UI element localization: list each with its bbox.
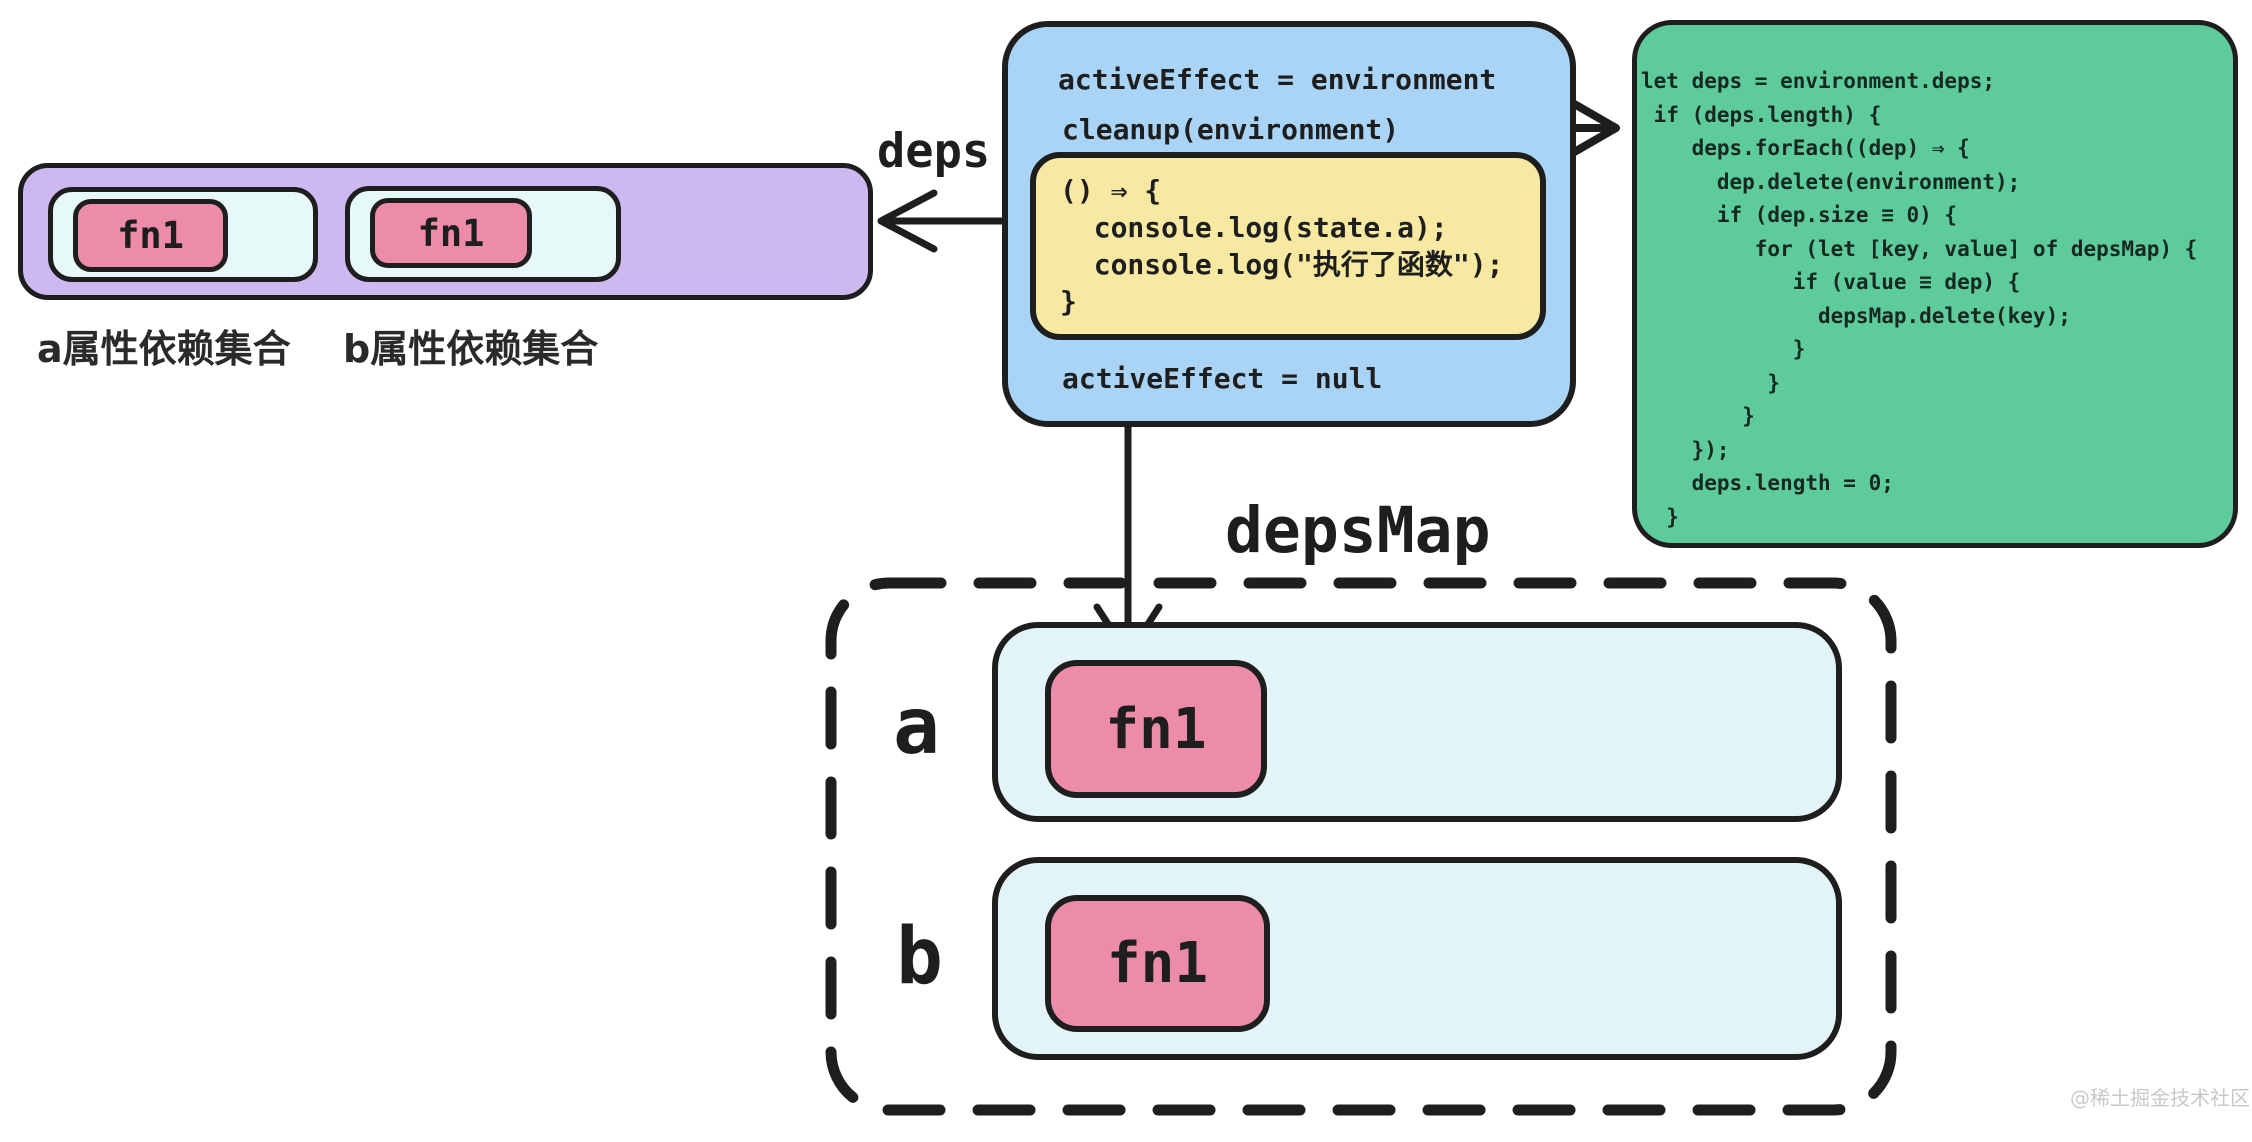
code-line: } [1641,337,1806,361]
depsmap-title: depsMap [1225,494,1491,567]
active-effect-assign-line: activeEffect = environment [1058,63,1497,96]
code-line: () ⇒ { [1060,174,1162,207]
depsmap-row-a-set [992,622,1842,822]
code-line: } [1641,404,1755,428]
watermark: @稀土掘金技术社区 [2070,1086,2250,1110]
code-line: } [1641,504,1679,529]
depsmap-row-b-fn1-box: fn1 [1045,895,1270,1032]
depsmap-key-b: b [896,912,943,1002]
dep-set-a-caption: a属性依赖集合 [37,327,291,371]
code-line: for (let [key, value] of depsMap) { [1641,236,2198,261]
effect-environment-box: activeEffect = environment cleanup(envir… [1002,21,1576,427]
code-line: console.log("执行了函数"); [1060,248,1504,281]
fn1-label: fn1 [1106,931,1209,996]
deps-array-box: fn1 fn1 [18,163,873,300]
cleanup-code-box: let deps = environment.deps; if (deps.le… [1632,20,2238,548]
active-effect-reset-line: activeEffect = null [1062,362,1383,395]
code-line: deps.length = 0; [1641,471,1894,495]
code-line: } [1641,370,1781,395]
fn1-label: fn1 [417,211,485,255]
code-line: let deps = environment.deps; [1641,69,1996,93]
fn1-label: fn1 [117,214,184,257]
dep-set-a: fn1 [48,187,318,282]
code-line: deps.forEach((dep) ⇒ { [1641,136,1970,160]
code-line: if (deps.length) { [1641,102,1882,127]
depsmap-row-a-fn1-box: fn1 [1045,660,1267,798]
code-line: } [1060,285,1077,318]
cleanup-call-line: cleanup(environment) [1062,113,1400,146]
dep-set-b-fn1-box: fn1 [370,198,532,268]
code-line: if (value ≡ dep) { [1641,270,2021,294]
code-line: if (dep.size ≡ 0) { [1641,203,1958,227]
code-line: dep.delete(environment); [1641,169,2021,194]
dep-set-a-fn1-box: fn1 [73,199,228,272]
code-line: depsMap.delete(key); [1641,303,2071,328]
dep-set-b-caption: b属性依赖集合 [343,327,599,371]
depsmap-key-a: a [893,682,940,772]
code-line: }); [1641,437,1730,462]
deps-arrowhead-icon [877,189,938,253]
dep-set-b: fn1 [345,186,621,282]
fn1-label: fn1 [1105,696,1207,762]
code-line: console.log(state.a); [1060,211,1448,244]
effect-function-box: () ⇒ { console.log(state.a); console.log… [1030,152,1546,340]
deps-arrow-label: deps [877,124,991,179]
